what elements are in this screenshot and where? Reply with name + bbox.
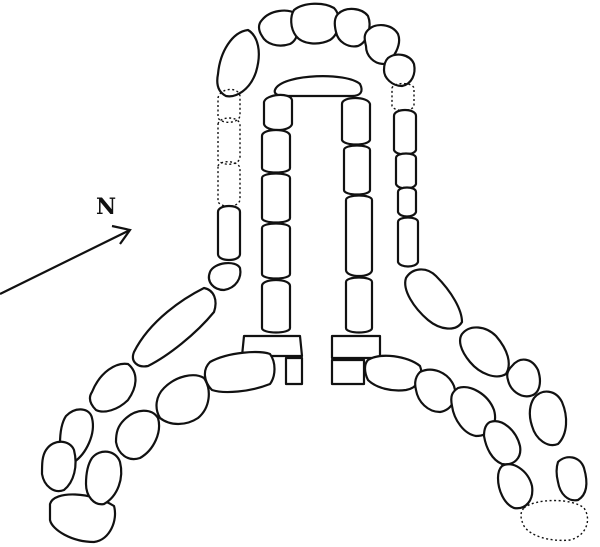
- arm-stone: [203, 351, 276, 394]
- north-arrow-shaft: [0, 229, 131, 295]
- arm-stone: [459, 326, 510, 378]
- wall-stone: [260, 278, 292, 334]
- right-arm-outer: [404, 268, 589, 542]
- arch-stone: [382, 53, 416, 88]
- wall-stone: [207, 262, 242, 292]
- left-inner-wall: [240, 93, 304, 386]
- wall-stone: [344, 194, 374, 278]
- arm-stone: [114, 409, 161, 461]
- wall-stone: [394, 152, 418, 190]
- wall-stone: [260, 222, 292, 280]
- arm-stone: [482, 420, 522, 466]
- arm-stone: [450, 386, 497, 438]
- arm-stone: [84, 450, 123, 506]
- jamb-stone: [330, 334, 382, 360]
- arch-keystone: [273, 75, 363, 98]
- arm-stone: [414, 368, 457, 414]
- missing-stone: [217, 117, 241, 165]
- arm-stone: [506, 358, 541, 398]
- north-arrow-head: [111, 224, 132, 245]
- right-inner-wall: [330, 96, 382, 386]
- arm-stone: [404, 268, 464, 330]
- wall-stone: [342, 144, 372, 196]
- north-label: N: [96, 194, 116, 220]
- arm-stone: [40, 440, 77, 493]
- north-arrow: N: [0, 194, 132, 295]
- wall-stone: [340, 96, 372, 146]
- wall-stone: [344, 276, 374, 334]
- left-arm-outer: [40, 286, 217, 544]
- top-arch: [216, 2, 416, 98]
- arm-stone: [88, 362, 137, 413]
- wall-stone: [396, 216, 420, 268]
- arm-stone: [496, 463, 534, 510]
- right-arm-inner: [363, 354, 534, 510]
- wall-stone: [262, 93, 294, 132]
- wall-stone: [260, 128, 292, 174]
- wall-stone: [396, 186, 418, 218]
- wall-stone: [392, 108, 418, 156]
- arch-stone: [333, 7, 371, 48]
- arm-stone: [131, 286, 217, 368]
- missing-stone: [520, 499, 589, 542]
- left-arm-inner: [84, 351, 276, 506]
- arch-stone: [216, 28, 260, 98]
- left-outer-wall: [207, 88, 242, 292]
- missing-stone: [217, 161, 241, 207]
- jamb-stone: [330, 358, 366, 386]
- arch-stone: [290, 2, 340, 45]
- arch-stone: [257, 9, 300, 47]
- arm-end-stone: [48, 493, 117, 544]
- arm-stone: [363, 354, 423, 392]
- arm-stone: [555, 456, 588, 502]
- arm-stone: [155, 374, 210, 426]
- missing-stone: [391, 82, 415, 112]
- wall-stone: [216, 204, 242, 262]
- arm-stone: [528, 390, 568, 447]
- right-outer-wall: [391, 82, 420, 268]
- wall-stone: [260, 172, 292, 224]
- jamb-stone: [284, 356, 304, 386]
- missing-stone: [217, 88, 241, 123]
